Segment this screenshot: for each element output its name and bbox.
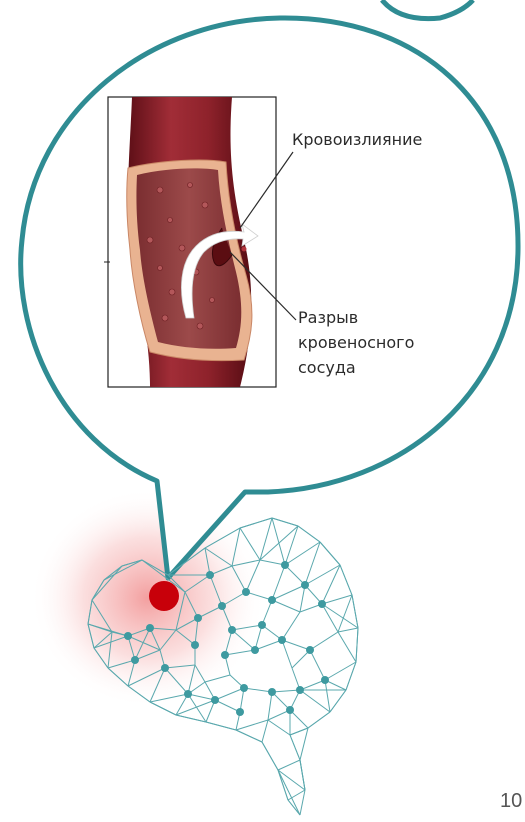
brain-edge xyxy=(272,518,298,526)
brain-edge xyxy=(310,632,338,650)
brain-edge xyxy=(206,722,236,730)
brain-edge xyxy=(338,595,352,632)
brain-node xyxy=(124,632,132,640)
brain-edge xyxy=(310,650,325,680)
brain-edge xyxy=(285,542,320,565)
brain-edge xyxy=(236,730,262,742)
brain-edge xyxy=(300,728,308,760)
brain-edge xyxy=(338,628,358,632)
rupture-label-line-1: Разрыв xyxy=(298,308,358,328)
brain-edge xyxy=(282,612,300,640)
brain-node xyxy=(161,664,169,672)
brain-edge xyxy=(300,585,305,612)
brain-node xyxy=(268,596,276,604)
brain-edge xyxy=(260,518,272,560)
brain-edge xyxy=(285,565,305,585)
brain-edge xyxy=(290,728,308,735)
brain-node xyxy=(194,614,202,622)
page-number: 10 xyxy=(500,790,522,813)
brain-edge xyxy=(352,595,358,628)
brain-edge xyxy=(330,690,346,712)
brain-edge xyxy=(278,770,305,790)
rupture-label-line-2: кровеносного xyxy=(298,333,414,353)
brain-edge xyxy=(308,712,330,728)
brain-edge xyxy=(176,715,206,722)
brain-node xyxy=(242,588,250,596)
brain-node xyxy=(306,646,314,654)
brain-edge xyxy=(322,604,338,632)
brain-node xyxy=(268,688,276,696)
top-circle-fragment xyxy=(382,0,473,19)
brain-edge xyxy=(244,688,272,692)
brain-edge xyxy=(255,640,282,650)
brain-edge xyxy=(278,770,300,815)
brain-edge xyxy=(300,760,305,790)
brain-edge xyxy=(305,565,340,585)
brain-edge xyxy=(325,662,356,680)
brain-edge xyxy=(300,790,305,815)
brain-edge xyxy=(236,720,268,730)
brain-edge xyxy=(300,680,325,690)
brain-node xyxy=(228,626,236,634)
brain-edge xyxy=(272,690,300,692)
brain-edge xyxy=(268,720,290,735)
brain-node xyxy=(251,646,259,654)
brain-node xyxy=(258,621,266,629)
vessel-illustration xyxy=(104,97,276,387)
brain-edge xyxy=(322,595,352,604)
brain-node xyxy=(146,624,154,632)
blood-droplet xyxy=(242,247,247,252)
brain-node xyxy=(218,602,226,610)
brain-edge xyxy=(356,628,358,662)
brain-edge xyxy=(262,742,278,770)
brain-node xyxy=(296,686,304,694)
brain-node xyxy=(281,561,289,569)
brain-edge xyxy=(262,720,268,742)
red-dot-icon xyxy=(149,581,179,611)
brain-edge xyxy=(322,604,358,628)
rupture-label-line-3: сосуда xyxy=(298,358,356,378)
brain-node xyxy=(278,636,286,644)
brain-edge xyxy=(215,700,240,712)
brain-node xyxy=(301,581,309,589)
brain-edge xyxy=(272,600,300,612)
brain-node xyxy=(318,600,326,608)
hemorrhage-label: Кровоизлияние xyxy=(292,130,422,150)
brain-node xyxy=(206,571,214,579)
brain-node xyxy=(286,706,294,714)
brain-edge xyxy=(282,640,292,668)
brain-edge xyxy=(188,694,206,722)
brain-edge xyxy=(272,518,285,565)
brain-edge xyxy=(300,690,330,712)
brain-node xyxy=(191,641,199,649)
brain-edge xyxy=(338,632,356,662)
brain-edge xyxy=(282,640,310,650)
brain-edge xyxy=(320,542,340,565)
brain-edge xyxy=(325,680,330,712)
brain-edge xyxy=(278,770,288,800)
brain-edge xyxy=(322,565,340,604)
brain-edge xyxy=(298,526,320,542)
brain-node xyxy=(236,708,244,716)
brain-edge xyxy=(346,662,356,690)
brain-edge xyxy=(340,565,352,595)
brain-node xyxy=(321,676,329,684)
brain-edge xyxy=(268,692,272,720)
brain-node xyxy=(131,656,139,664)
brain-node xyxy=(184,690,192,698)
brain-edge xyxy=(290,735,300,760)
brain-edge xyxy=(215,688,244,700)
brain-edge xyxy=(278,760,300,770)
brain-node xyxy=(211,696,219,704)
brain-edge xyxy=(240,518,272,528)
brain-edge xyxy=(305,542,320,585)
brain-node xyxy=(221,651,229,659)
brain-node xyxy=(240,684,248,692)
